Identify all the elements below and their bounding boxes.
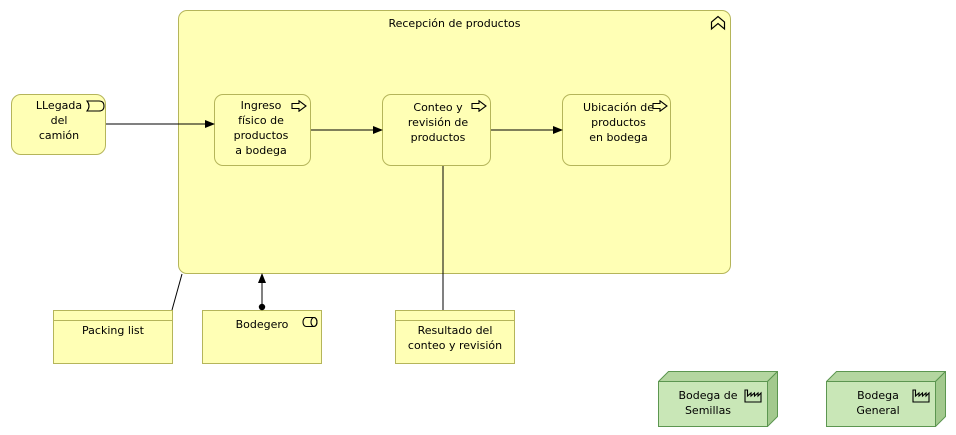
process-label: Conteo y revisión de productos xyxy=(407,101,469,144)
facility-box xyxy=(658,371,778,427)
container-title: Recepción de productos xyxy=(388,17,521,30)
facility-bodega-semillas[interactable]: Bodega de Semillas xyxy=(658,371,778,427)
function-icon xyxy=(710,15,726,31)
object-label: Resultado del conteo y revisión xyxy=(407,324,503,352)
process-label: Ingreso físico de productos a bodega xyxy=(233,99,289,157)
role-label: Bodegero xyxy=(235,318,289,331)
facility-label: Bodega General xyxy=(856,389,900,417)
event-label: LLegada del camión xyxy=(35,99,83,142)
process-arrow-icon xyxy=(652,100,668,112)
facility-box xyxy=(826,371,946,427)
role-icon xyxy=(302,316,318,328)
object-packing-list[interactable]: Packing list xyxy=(53,310,173,364)
assignment-dot xyxy=(258,303,266,311)
object-header-line xyxy=(54,320,172,321)
facility-label: Bodega de Semillas xyxy=(678,389,738,417)
event-llegada-camion[interactable]: LLegada del camión xyxy=(11,94,106,155)
process-ingreso-fisico[interactable]: Ingreso físico de productos a bodega xyxy=(214,94,311,166)
object-label: Packing list xyxy=(82,324,144,337)
association-packing-list[interactable] xyxy=(171,273,183,311)
process-label: Ubicación de productos en bodega xyxy=(583,101,654,144)
factory-icon xyxy=(912,389,930,403)
object-resultado-conteo[interactable]: Resultado del conteo y revisión xyxy=(395,310,515,364)
process-arrow-icon xyxy=(471,100,487,112)
object-header-line xyxy=(396,320,514,321)
factory-icon xyxy=(744,389,762,403)
process-ubicacion-bodega[interactable]: Ubicación de productos en bodega xyxy=(562,94,671,166)
facility-bodega-general[interactable]: Bodega General xyxy=(826,371,946,427)
process-arrow-icon xyxy=(291,100,307,112)
event-icon xyxy=(86,100,105,112)
role-bodegero[interactable]: Bodegero xyxy=(202,310,322,364)
